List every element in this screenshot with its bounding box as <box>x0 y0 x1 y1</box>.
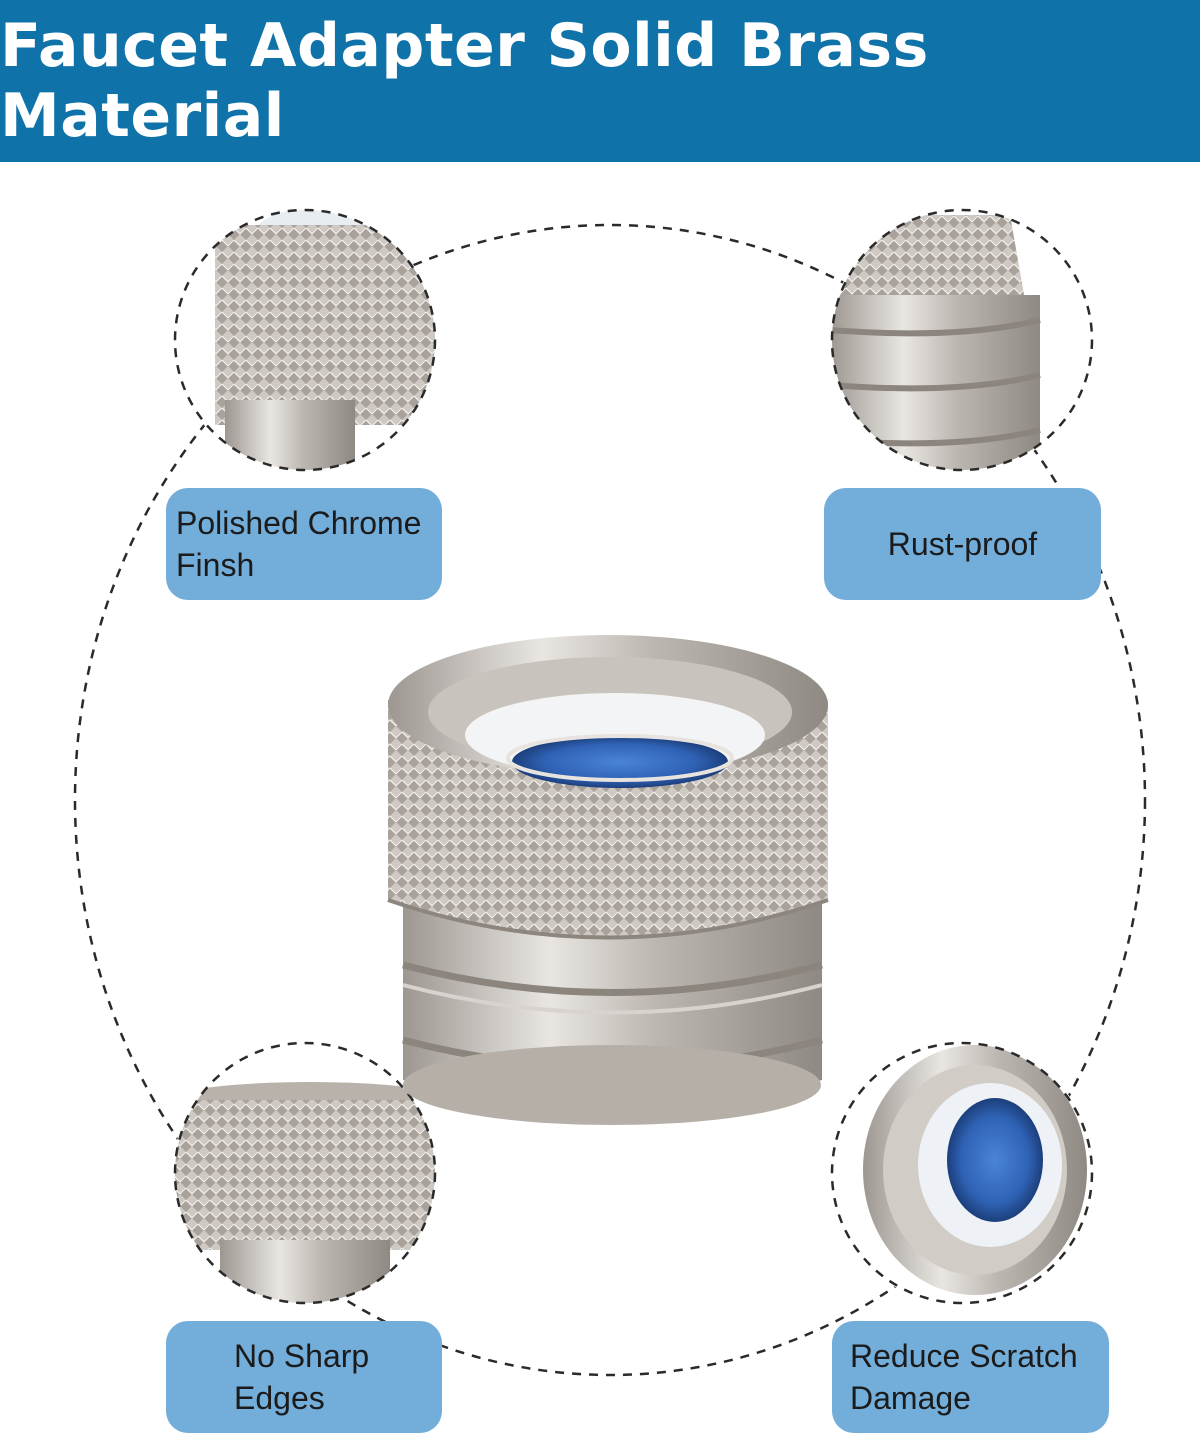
feature-text: Polished Chrome Finsh <box>176 505 422 583</box>
zoom-edge-detail <box>175 1043 435 1303</box>
feature-text: Reduce Scratch Damage <box>850 1338 1078 1416</box>
zoom-thread-detail <box>832 210 1092 470</box>
dashed-outline <box>73 223 1147 1377</box>
feature-text: No Sharp Edges <box>234 1338 370 1416</box>
feature-label-rust-proof: Rust-proof <box>824 488 1101 600</box>
feature-label-reduce-scratch: Reduce Scratch Damage <box>832 1321 1109 1433</box>
title-banner: Faucet Adapter Solid Brass Material <box>0 0 1200 162</box>
feature-text: Rust-proof <box>887 526 1038 562</box>
feature-label-no-sharp-edges: No Sharp Edges <box>166 1321 442 1433</box>
faucet-adapter-image <box>387 635 829 1125</box>
page-title: Faucet Adapter Solid Brass Material <box>0 11 929 151</box>
feature-label-polished-chrome: Polished Chrome Finsh <box>166 488 442 600</box>
zoom-seal-detail <box>832 1043 1092 1303</box>
